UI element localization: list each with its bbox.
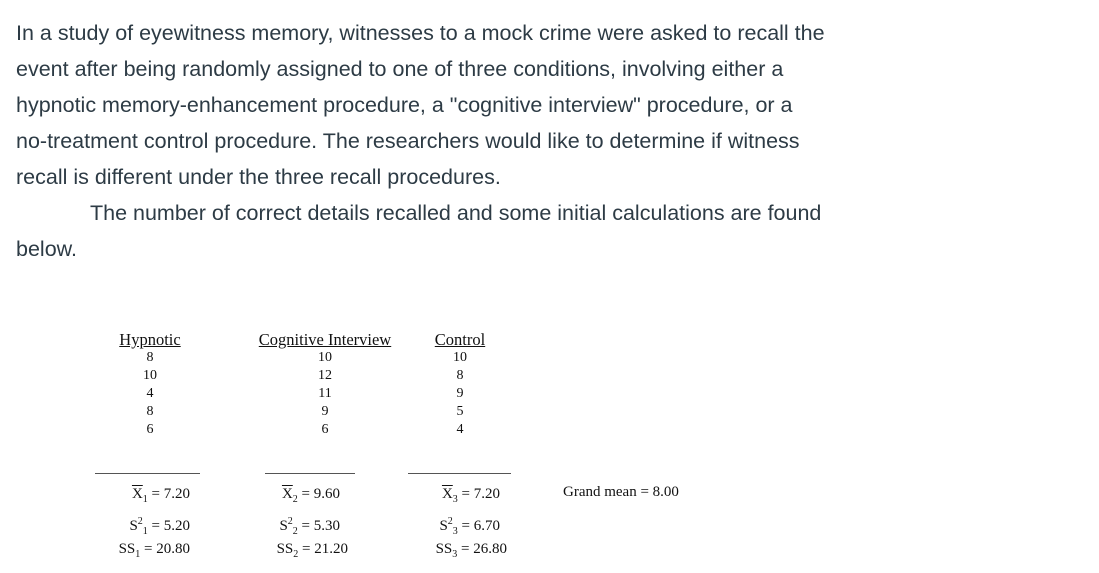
mean-value: = 7.20 <box>461 486 500 502</box>
data-value: 6 <box>321 422 329 437</box>
ss-label: SS <box>435 541 453 557</box>
data-intro-line: below. <box>16 237 77 261</box>
variance-subscript: 1 <box>142 526 148 537</box>
variance-value: = 5.20 <box>151 518 190 534</box>
variance-superscript: 2 <box>137 516 143 527</box>
data-value: 8 <box>146 404 154 419</box>
mean-value: = 7.20 <box>151 486 190 502</box>
ss-value: = 26.80 <box>461 541 507 557</box>
mean-symbol: X <box>441 486 453 502</box>
variance-symbol: S <box>439 518 448 534</box>
variance-subscript: 3 <box>452 526 458 537</box>
mean-subscript: 2 <box>292 494 298 505</box>
column-header: Hypnotic <box>119 330 181 349</box>
column-header: Cognitive Interview <box>258 330 392 349</box>
ss-subscript: 1 <box>135 549 141 560</box>
grand-mean: Grand mean = 8.00 <box>563 484 679 500</box>
data-value: 11 <box>318 386 332 401</box>
separator-rule <box>265 473 355 474</box>
intro-line: recall is different under the three reca… <box>16 165 501 189</box>
variance-stat: S22 = 5.30 <box>248 512 340 542</box>
column-control: Control 10 8 9 5 4 <box>425 330 495 439</box>
column-cognitive-interview: Cognitive Interview 10 12 11 9 6 <box>250 330 400 439</box>
mean-value: = 9.60 <box>301 486 340 502</box>
column-hypnotic: Hypnotic 8 10 4 8 6 <box>105 330 195 439</box>
data-value: 4 <box>456 422 464 437</box>
ss-label: SS <box>118 541 136 557</box>
mean-stat: X3 = 7.20 <box>405 484 500 510</box>
data-value: 6 <box>146 422 154 437</box>
column-header: Control <box>434 330 486 349</box>
separator-rule <box>408 473 511 474</box>
variance-symbol: S <box>279 518 288 534</box>
variance-stat: S21 = 5.20 <box>100 512 190 542</box>
data-table-figure: Hypnotic 8 10 4 8 6 Cognitive Interview … <box>0 330 1099 573</box>
data-value: 9 <box>321 404 329 419</box>
variance-symbol: S <box>129 518 138 534</box>
data-value: 8 <box>456 368 464 383</box>
ss-stat: SS1 = 20.80 <box>85 539 190 565</box>
data-value: 8 <box>146 350 154 365</box>
mean-symbol: X <box>281 486 293 502</box>
data-intro-paragraph: The number of correct details recalled a… <box>16 195 1076 267</box>
variance-value: = 6.70 <box>461 518 500 534</box>
variance-superscript: 2 <box>287 516 293 527</box>
ss-subscript: 3 <box>452 549 458 560</box>
ss-stat: SS3 = 26.80 <box>395 539 507 565</box>
variance-subscript: 2 <box>292 526 298 537</box>
ss-label: SS <box>276 541 294 557</box>
intro-line: no-treatment control procedure. The rese… <box>16 129 800 153</box>
data-value: 12 <box>318 368 332 383</box>
variance-value: = 5.30 <box>301 518 340 534</box>
data-intro-line: The number of correct details recalled a… <box>90 201 822 225</box>
intro-paragraph: In a study of eyewitness memory, witness… <box>16 15 1076 195</box>
data-value: 4 <box>146 386 154 401</box>
mean-subscript: 3 <box>452 494 458 505</box>
intro-line: In a study of eyewitness memory, witness… <box>16 21 825 45</box>
separator-rule <box>95 473 200 474</box>
intro-line: event after being randomly assigned to o… <box>16 57 784 81</box>
data-value: 5 <box>456 404 464 419</box>
mean-stat: X1 = 7.20 <box>100 484 190 510</box>
intro-line: hypnotic memory-enhancement procedure, a… <box>16 93 793 117</box>
data-value: 10 <box>318 350 332 365</box>
variance-stat: S23 = 6.70 <box>405 512 500 542</box>
data-value: 10 <box>143 368 157 383</box>
mean-subscript: 1 <box>142 494 148 505</box>
mean-stat: X2 = 9.60 <box>248 484 340 510</box>
ss-value: = 20.80 <box>144 541 190 557</box>
ss-subscript: 2 <box>293 549 299 560</box>
mean-symbol: X <box>131 486 143 502</box>
data-value: 9 <box>456 386 464 401</box>
variance-superscript: 2 <box>447 516 453 527</box>
ss-value: = 21.20 <box>302 541 348 557</box>
data-value: 10 <box>453 350 467 365</box>
ss-stat: SS2 = 21.20 <box>240 539 348 565</box>
